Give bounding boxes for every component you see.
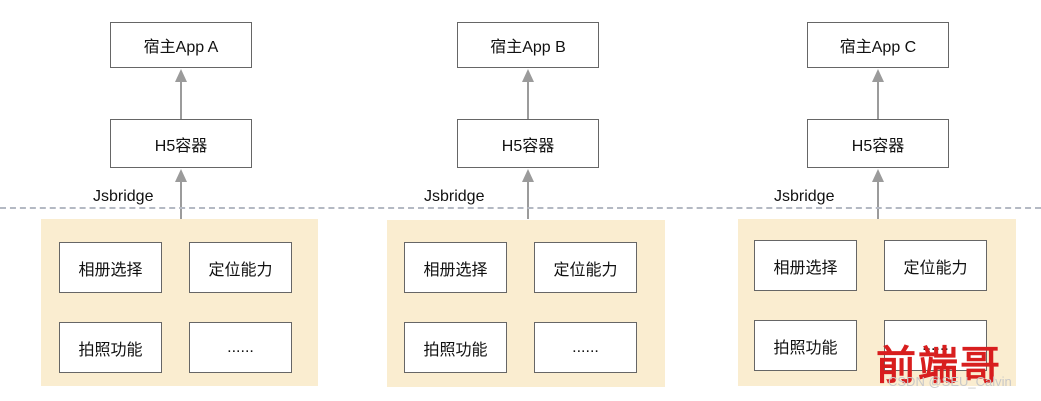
jsbridge-b-label: Jsbridge — [424, 188, 485, 205]
capability-camera-c-label: 拍照功能 — [773, 339, 838, 357]
h5-container-b-box: H5容器 — [457, 119, 599, 168]
watermark-credit: CSDN @SEU_Calvin — [888, 374, 1012, 389]
arrow-container-to-app-c-head — [872, 69, 884, 82]
capability-camera-b: 拍照功能 — [404, 322, 507, 373]
capability-album-a: 相册选择 — [59, 242, 162, 293]
capability-location-b-label: 定位能力 — [553, 261, 618, 279]
capability-more-b-label: ...... — [572, 338, 599, 356]
h5-container-c-box: H5容器 — [807, 119, 949, 168]
h5-container-b-label: H5容器 — [501, 137, 555, 155]
capability-location-a-label: 定位能力 — [208, 261, 273, 279]
host-app-a-box: 宿主App A — [110, 22, 252, 68]
arrow-panel-to-container-b-head — [522, 169, 534, 182]
arrow-panel-to-container-a-head — [175, 169, 187, 182]
capability-more-c-label: ...... — [922, 336, 949, 354]
capability-camera-a: 拍照功能 — [59, 322, 162, 373]
jsbridge-c-label: Jsbridge — [774, 188, 835, 205]
capability-location-c: 定位能力 — [884, 240, 987, 291]
capability-camera-a-label: 拍照功能 — [78, 341, 143, 359]
capability-album-c-label: 相册选择 — [773, 259, 838, 277]
arrow-container-to-app-a-head — [175, 69, 187, 82]
capability-more-a: ...... — [189, 322, 292, 373]
capability-more-c: ...... — [884, 320, 987, 371]
arrow-container-to-app-b-head — [522, 69, 534, 82]
capability-location-a: 定位能力 — [189, 242, 292, 293]
arrow-panel-to-container-c-head — [872, 169, 884, 182]
capability-location-b: 定位能力 — [534, 242, 637, 293]
host-app-c-box: 宿主App C — [807, 22, 949, 68]
capability-location-c-label: 定位能力 — [903, 259, 968, 277]
h5-container-a-label: H5容器 — [154, 137, 208, 155]
layer-divider — [0, 207, 1041, 209]
host-app-b-label: 宿主App B — [490, 39, 566, 56]
host-app-b-box: 宿主App B — [457, 22, 599, 68]
watermark-logo: 前端哥 — [876, 342, 1002, 389]
capability-camera-b-label: 拍照功能 — [423, 341, 488, 359]
jsbridge-a-label: Jsbridge — [93, 188, 154, 205]
capability-album-b-label: 相册选择 — [423, 261, 488, 279]
host-app-c-label: 宿主App C — [839, 39, 917, 56]
capability-album-a-label: 相册选择 — [78, 261, 143, 279]
capability-more-a-label: ...... — [227, 338, 254, 356]
host-app-a-label: 宿主App A — [143, 39, 219, 56]
capability-album-b: 相册选择 — [404, 242, 507, 293]
h5-container-a-box: H5容器 — [110, 119, 252, 168]
capability-more-b: ...... — [534, 322, 637, 373]
h5-container-c-label: H5容器 — [851, 137, 905, 155]
capability-camera-c: 拍照功能 — [754, 320, 857, 371]
capability-album-c: 相册选择 — [754, 240, 857, 291]
